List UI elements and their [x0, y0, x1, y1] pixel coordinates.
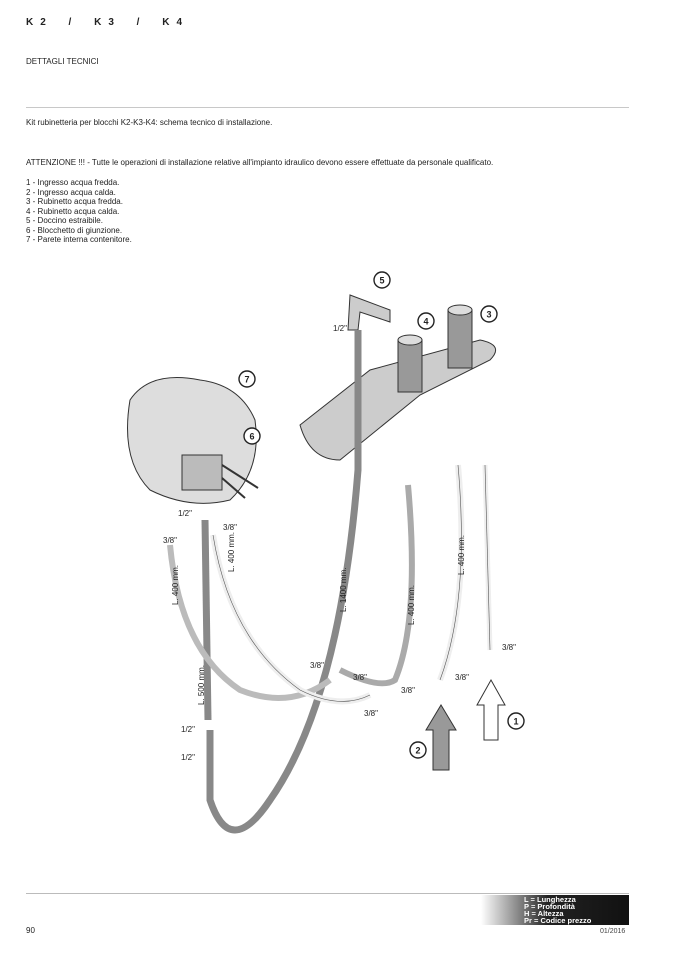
legend-item: 4 - Rubinetto acqua calda.	[26, 206, 120, 216]
hot-inlet-arrow	[425, 704, 457, 771]
shower-hose	[206, 330, 362, 834]
legend-item: 2 - Ingresso acqua calda.	[26, 187, 116, 197]
key-item: Pr = Codice prezzo	[524, 916, 592, 925]
length-label: L. 400 mm.	[457, 535, 466, 575]
key-item: H = Altezza	[524, 909, 564, 918]
caption: Kit rubinetteria per blocchi K2-K3-K4: s…	[26, 118, 273, 127]
callout-1: 1	[507, 712, 525, 730]
dim-label: 3/8"	[502, 643, 516, 652]
callout-4: 4	[417, 312, 435, 330]
edition-date: 01/2016	[600, 928, 626, 935]
junction-block	[181, 454, 223, 491]
key-item: P = Profondità	[524, 902, 575, 911]
dim-label: 3/8"	[223, 523, 237, 532]
dim-label: 3/8"	[455, 673, 469, 682]
dim-label: 1/2"	[178, 509, 192, 518]
key-item: L = Lunghezza	[524, 895, 576, 904]
length-label: L. 400 mm.	[171, 565, 180, 605]
callout-5: 5	[373, 271, 391, 289]
dim-label: 3/8"	[163, 536, 177, 545]
callout-2: 2	[409, 741, 427, 759]
wall-panel	[127, 377, 257, 504]
legend-item: 6 - Blocchetto di giunzione.	[26, 225, 123, 235]
dim-label: 1/2"	[181, 753, 195, 762]
dim-label: 3/8"	[310, 661, 324, 670]
hand-shower	[347, 294, 391, 331]
footer-divider	[26, 893, 629, 894]
hose-400-a	[167, 544, 332, 701]
dim-label: 3/8"	[364, 709, 378, 718]
length-label: L. 400 mm.	[227, 532, 236, 572]
dim-label: 3/8"	[401, 686, 415, 695]
warning-text: ATTENZIONE !!! - Tutte le operazioni di …	[26, 158, 494, 167]
length-label: L. 500 mm.	[197, 665, 206, 705]
dim-label: 1/2"	[181, 725, 195, 734]
svg-text:3: 3	[486, 310, 491, 320]
dim-label: 3/8"	[353, 673, 367, 682]
svg-text:2: 2	[415, 746, 420, 756]
svg-text:4: 4	[423, 317, 428, 327]
svg-text:6: 6	[249, 432, 254, 442]
tap-hot	[397, 339, 423, 393]
svg-text:1: 1	[513, 717, 518, 727]
callout-6: 6	[243, 427, 261, 445]
deck-plate	[299, 339, 497, 461]
divider	[26, 107, 629, 108]
callout-3: 3	[480, 305, 498, 323]
dim-label: 1/2"	[333, 324, 347, 333]
callout-7: 7	[238, 370, 256, 388]
legend-item: 7 - Parete interna contenitore.	[26, 235, 132, 244]
tap-cold	[447, 309, 473, 369]
svg-text:7: 7	[244, 375, 249, 385]
length-label: L. 400 mm.	[407, 585, 416, 625]
page-number: 90	[26, 926, 35, 935]
section-title: DETTAGLI TECNICI	[26, 57, 99, 66]
length-label: L. 1400 mm.	[339, 568, 348, 612]
parts-legend: 1 - Ingresso acqua fredda. 2 - Ingresso …	[26, 178, 132, 245]
cold-inlet-arrow	[476, 678, 506, 741]
series-title: K2 / K3 / K4	[26, 17, 190, 28]
abbreviation-key: L = Lunghezza P = Profondità H = Altezza…	[481, 895, 629, 925]
legend-item: 3 - Rubinetto acqua fredda.	[26, 197, 123, 206]
legend-item: 5 - Doccino estraibile.	[26, 216, 103, 225]
legend-item: 1 - Ingresso acqua fredda.	[26, 178, 120, 187]
svg-text:5: 5	[379, 276, 384, 286]
hose-400-c	[338, 484, 415, 687]
hose-500	[201, 519, 212, 721]
